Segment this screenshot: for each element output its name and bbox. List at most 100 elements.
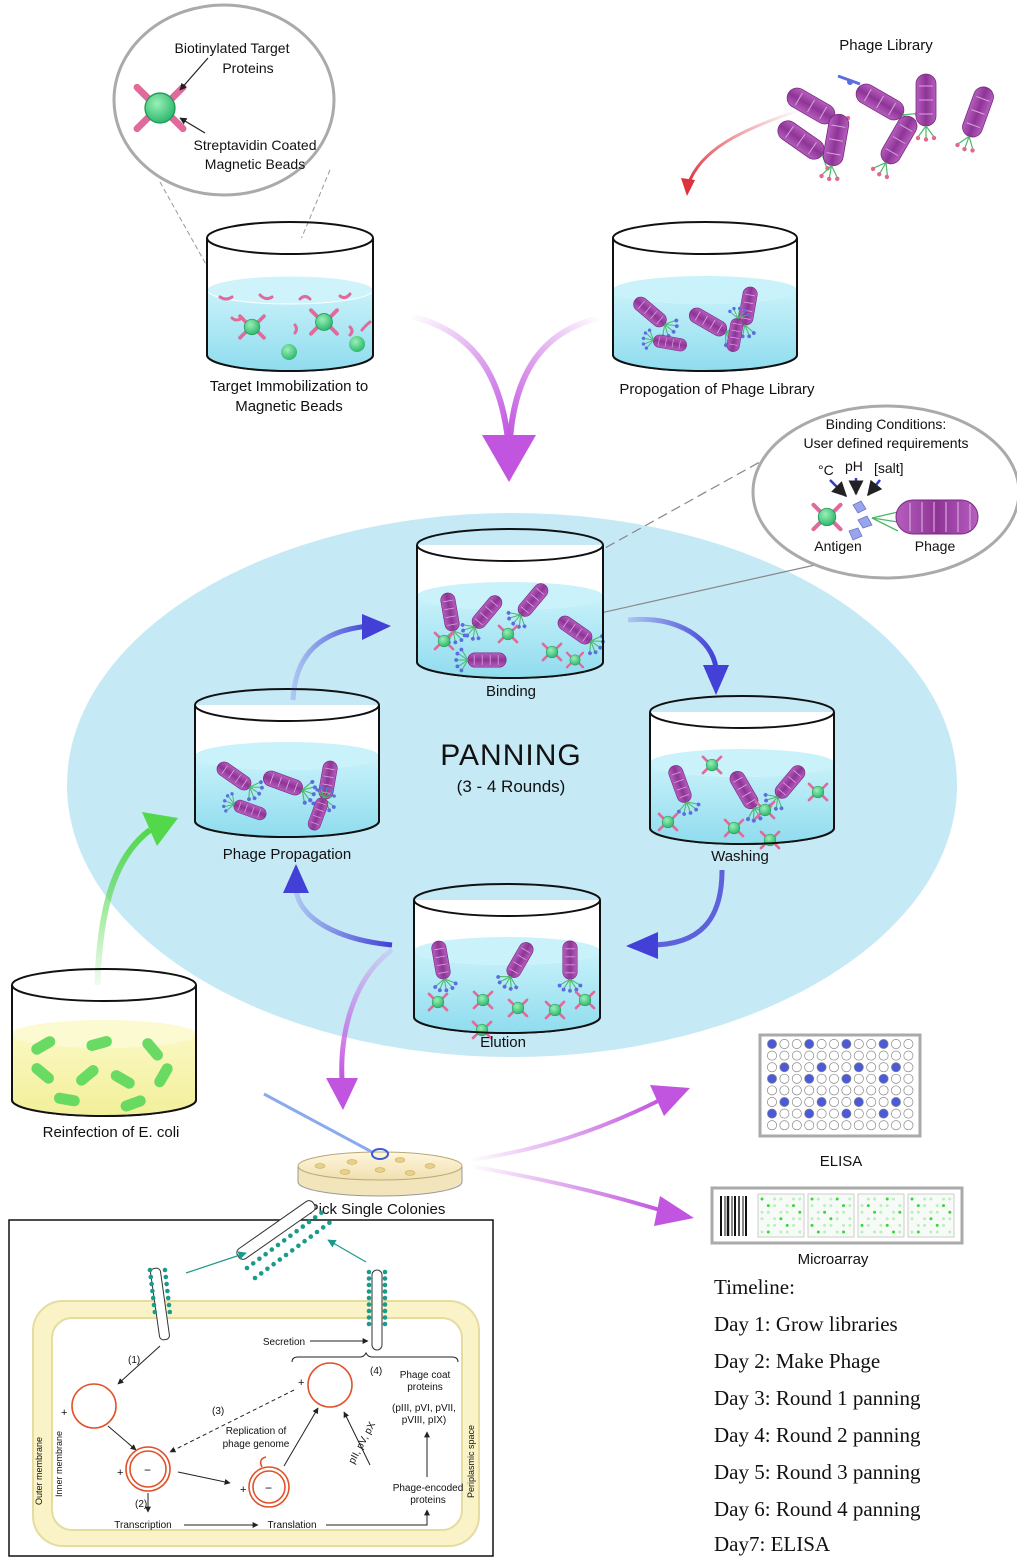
barcode — [720, 1196, 747, 1236]
microarray-spot — [923, 1204, 927, 1208]
elisa-well — [878, 1097, 889, 1107]
immobilization-zoom-bubble: Biotinylated Target Proteins Streptavidi… — [112, 3, 336, 319]
outer-membrane-label: Outer membrane — [34, 1437, 44, 1505]
microarray-spot — [798, 1197, 802, 1201]
microarray-spot — [816, 1230, 820, 1234]
beaker-icon — [11, 968, 197, 1117]
microarray-spot — [816, 1217, 820, 1221]
elisa-well — [816, 1108, 827, 1119]
microarray-spot — [866, 1223, 870, 1227]
timeline-day-2: Day 2: Make Phage — [714, 1349, 881, 1373]
microarray-spot — [779, 1230, 783, 1234]
panning-title: PANNING — [440, 739, 581, 772]
coat-protein-dot — [289, 1248, 295, 1253]
coat-protein-dot — [382, 1289, 388, 1294]
elisa-well — [853, 1120, 864, 1131]
elisa-well — [829, 1039, 839, 1049]
coat-protein-dot — [312, 1215, 318, 1220]
elisa-well — [903, 1108, 914, 1119]
microarray-spot — [842, 1204, 845, 1208]
microarray-spot — [766, 1204, 770, 1208]
coat-protein-dot — [165, 1295, 171, 1301]
beaker-icon — [416, 528, 610, 679]
microarray-spot — [929, 1197, 933, 1201]
elisa-well — [866, 1108, 877, 1119]
strand-plus-3: + — [240, 1484, 246, 1496]
elisa-well — [779, 1108, 790, 1119]
elisa-well — [853, 1062, 864, 1073]
periplasmic-space-label: Periplasmic space — [466, 1425, 476, 1498]
microarray-spot — [892, 1230, 895, 1234]
coat-label-3: (pIII, pVI, pVII, — [392, 1403, 456, 1414]
elisa-well — [878, 1039, 889, 1049]
microarray-spot — [773, 1197, 777, 1201]
microarray-spot — [816, 1197, 820, 1201]
coat-protein-dot — [382, 1308, 388, 1314]
elisa-well — [903, 1097, 914, 1107]
microarray-spot — [885, 1223, 889, 1227]
microarray-spot — [792, 1204, 795, 1208]
washing-label: Washing — [711, 848, 769, 865]
elisa-well — [816, 1073, 827, 1084]
elisa-well — [891, 1050, 901, 1061]
coat-protein-dot — [250, 1261, 256, 1266]
microarray-spot — [942, 1197, 945, 1201]
elisa-well — [804, 1062, 815, 1073]
phage-lifecycle-inset: Secretion (1) + + − (2) (3) Replication … — [8, 1200, 494, 1557]
elisa-well — [804, 1120, 815, 1131]
coat-protein-dot — [148, 1274, 154, 1280]
microarray-spot — [892, 1217, 895, 1221]
coat-protein-dot — [263, 1251, 268, 1257]
coat-protein-dot — [271, 1261, 276, 1267]
elisa-well — [779, 1062, 790, 1073]
microarray-spot — [766, 1230, 770, 1234]
microarray-spot — [773, 1217, 777, 1221]
microarray-spot — [842, 1223, 845, 1227]
binding-label: Binding — [486, 683, 536, 700]
microarray-spot — [898, 1230, 902, 1234]
strand-plus-2: + — [117, 1467, 123, 1479]
microarray-spot — [892, 1210, 895, 1214]
transcription-label: Transcription — [114, 1520, 171, 1531]
elisa-well — [767, 1050, 777, 1061]
microarray-spot — [760, 1230, 764, 1234]
library-to-propagation-arrow — [686, 108, 801, 186]
elisa-well — [891, 1073, 901, 1084]
microarray-spot — [879, 1223, 883, 1227]
coat-protein-dot — [314, 1229, 320, 1235]
microarray-spot — [785, 1230, 789, 1234]
coat-protein-dot — [257, 1256, 262, 1262]
microarray-spot — [910, 1210, 914, 1214]
elisa-well — [767, 1073, 777, 1084]
propagation-label: Propogation of Phage Library — [619, 381, 815, 398]
elisa-well — [841, 1050, 852, 1061]
elisa-well — [816, 1120, 827, 1131]
microarray-spot — [866, 1204, 870, 1208]
microarray-spot — [798, 1230, 802, 1234]
coat-protein-dot — [164, 1281, 169, 1287]
elisa-well — [779, 1073, 790, 1084]
microarray-spot — [792, 1223, 795, 1227]
elisa-well — [829, 1097, 839, 1107]
coat-protein-dot — [269, 1247, 275, 1252]
microarray-spot — [860, 1204, 864, 1208]
microarray-spot — [923, 1197, 927, 1201]
microarray-spot — [929, 1217, 933, 1221]
microarray-spot — [810, 1197, 814, 1201]
microarray-spot — [923, 1217, 927, 1221]
elisa-well — [853, 1073, 864, 1084]
microarray-spot — [866, 1217, 870, 1221]
elisa-well — [841, 1073, 852, 1084]
coat-protein-dot — [366, 1302, 372, 1307]
microarray-spot — [829, 1223, 833, 1227]
elisa-well — [841, 1120, 852, 1131]
microarray-spot — [823, 1204, 827, 1208]
beaker-icon — [649, 695, 835, 850]
elisa-well — [853, 1050, 864, 1061]
microarray-block — [907, 1193, 955, 1238]
target-immobilization-label-1: Target Immobilization to — [210, 378, 368, 395]
coat-protein-dot — [327, 1220, 332, 1226]
microarray-spot — [948, 1230, 952, 1234]
microarray-spot — [835, 1217, 839, 1221]
